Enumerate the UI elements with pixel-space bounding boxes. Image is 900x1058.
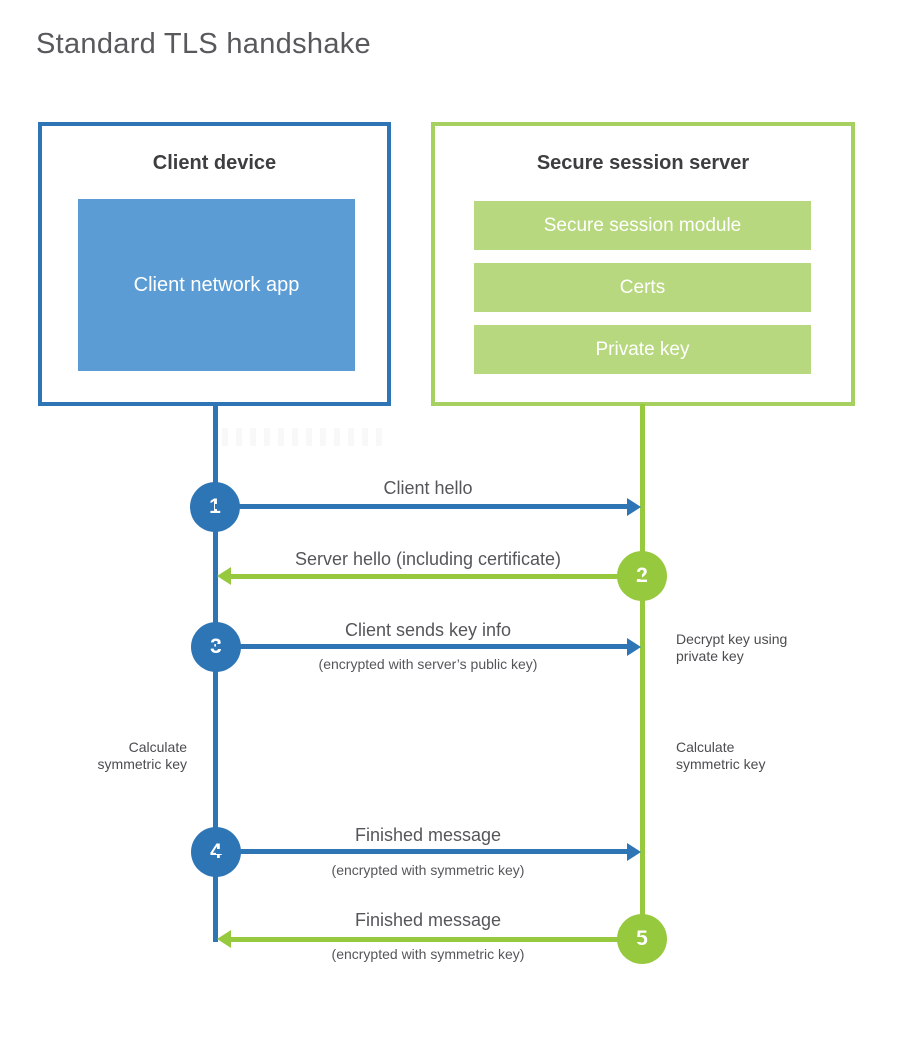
step-4-arrowhead-right-icon	[627, 843, 641, 861]
note-calculate-symmetric-key-client: Calculate symmetric key	[97, 739, 187, 772]
step-2-label: Server hello (including certificate)	[294, 549, 562, 569]
note-decrypt-key: Decrypt key using private key	[676, 631, 788, 664]
server-lifeline	[640, 404, 645, 939]
server-module-certs: Certs	[474, 263, 811, 312]
step-5-sublabel: (encrypted with symmetric key)	[331, 946, 525, 962]
secure-session-server-box: Secure session server Secure session mod…	[431, 122, 855, 406]
client-device-box: Client device Client network app	[38, 122, 391, 406]
client-network-app-box: Client network app	[78, 199, 355, 371]
step-4-sublabel: (encrypted with symmetric key)	[331, 862, 525, 878]
step-3-arrow-line	[216, 644, 629, 649]
client-network-app-label: Client network app	[133, 273, 300, 296]
page-title: Standard TLS handshake	[36, 28, 371, 60]
server-heading: Secure session server	[536, 152, 750, 174]
step-1-arrow-line	[215, 504, 629, 509]
step-2-arrowhead-left-icon	[217, 567, 231, 585]
step-1-arrowhead-right-icon	[627, 498, 641, 516]
step-3-label: Client sends key info	[344, 620, 512, 640]
server-module-private-key: Private key	[474, 325, 811, 374]
step-4-arrow-line	[216, 849, 629, 854]
step-1-label: Client hello	[383, 478, 473, 498]
step-5-arrowhead-left-icon	[217, 930, 231, 948]
step-5-label: Finished message	[354, 910, 502, 930]
step-3-sublabel: (encrypted with server’s public key)	[318, 656, 538, 672]
client-device-heading: Client device	[152, 152, 277, 174]
step-2-arrow-line	[230, 574, 642, 579]
step-4-label: Finished message	[354, 825, 502, 845]
step-3-arrowhead-right-icon	[627, 638, 641, 656]
client-lifeline	[213, 404, 218, 942]
server-module-secure-session: Secure session module	[474, 201, 811, 250]
step-5-arrow-line	[230, 937, 642, 942]
note-calculate-symmetric-key-server: Calculate symmetric key	[676, 739, 766, 772]
ghost-watermark	[222, 428, 390, 446]
